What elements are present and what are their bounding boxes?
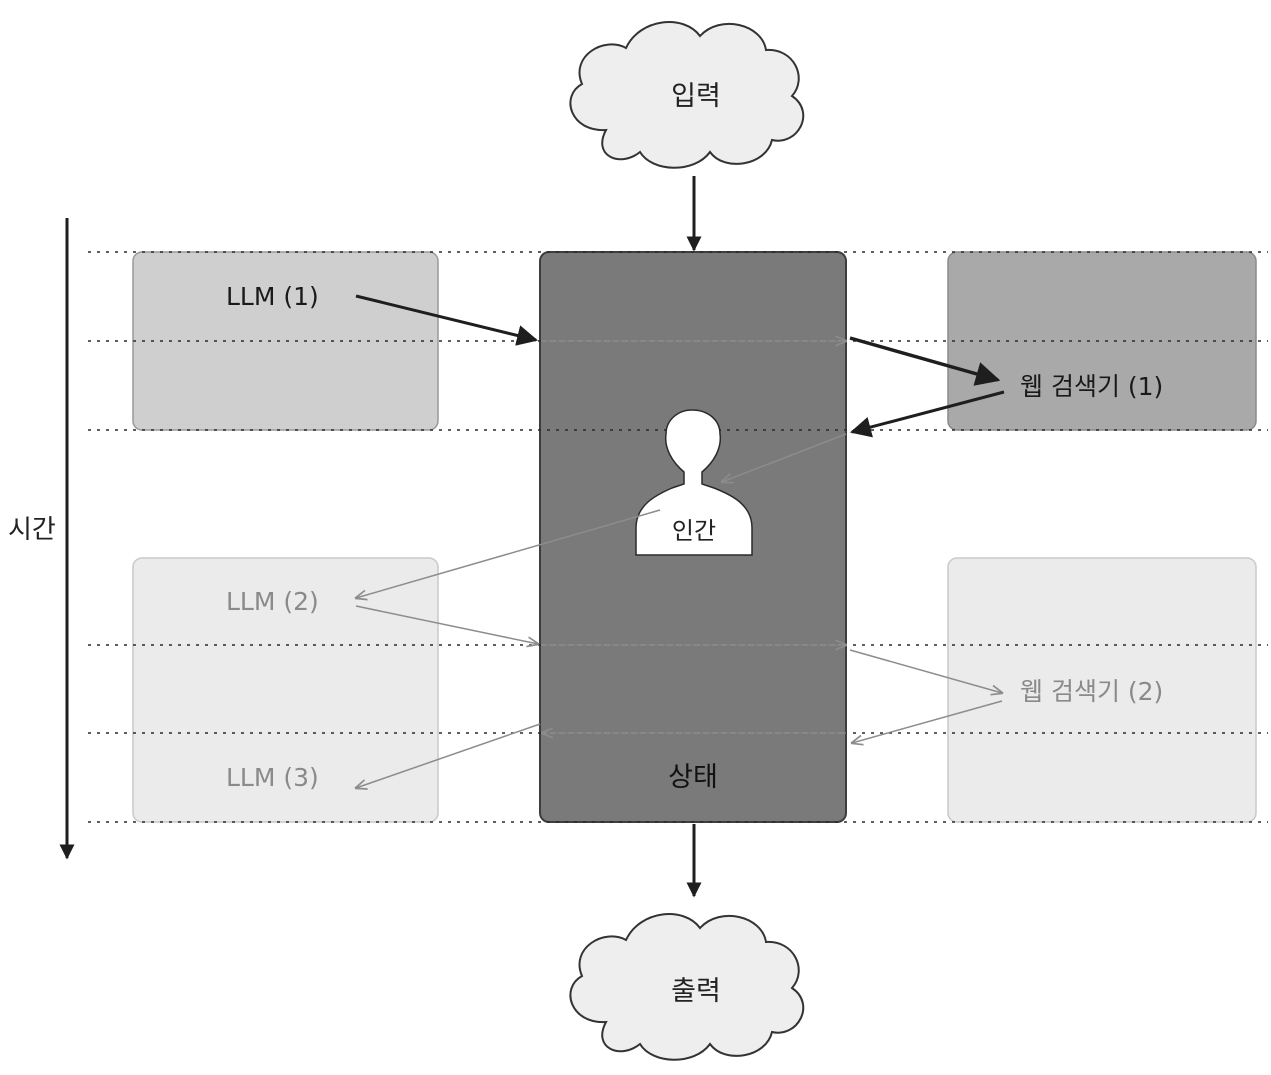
search2-label: 웹 검색기 (2) bbox=[1020, 677, 1163, 706]
input-cloud bbox=[569, 21, 805, 169]
human-to-llm2-arrow bbox=[356, 509, 661, 598]
search1-label: 웹 검색기 (1) bbox=[1020, 372, 1163, 401]
state-to-search2-arrow bbox=[849, 649, 1002, 693]
search-faded-box bbox=[947, 557, 1257, 823]
search1-to-state-arrow bbox=[849, 390, 1005, 438]
output-label: 출력 bbox=[671, 976, 721, 1007]
llm1-label: LLM (1) bbox=[226, 282, 319, 311]
llm1-to-state-arrow bbox=[355, 294, 539, 346]
state-label: 상태 bbox=[668, 762, 718, 793]
output-cloud bbox=[569, 913, 805, 1061]
search2-to-state-arrow bbox=[852, 700, 1003, 743]
state-to-llm3-arrow bbox=[356, 723, 541, 788]
llm-faded-box bbox=[132, 557, 439, 823]
state-to-human-arrow bbox=[722, 433, 847, 482]
time-axis-label: 시간 bbox=[8, 515, 56, 545]
state-to-search1-arrow bbox=[849, 336, 1001, 386]
search-active-box bbox=[947, 251, 1257, 431]
input-label: 입력 bbox=[671, 81, 721, 112]
llm2-label: LLM (2) bbox=[226, 587, 319, 616]
human-label: 인간 bbox=[672, 517, 716, 545]
time-step-lines bbox=[88, 251, 1268, 823]
human-icon bbox=[635, 409, 753, 556]
llm3-label: LLM (3) bbox=[226, 763, 319, 792]
llm2-to-state-arrow bbox=[355, 605, 538, 644]
